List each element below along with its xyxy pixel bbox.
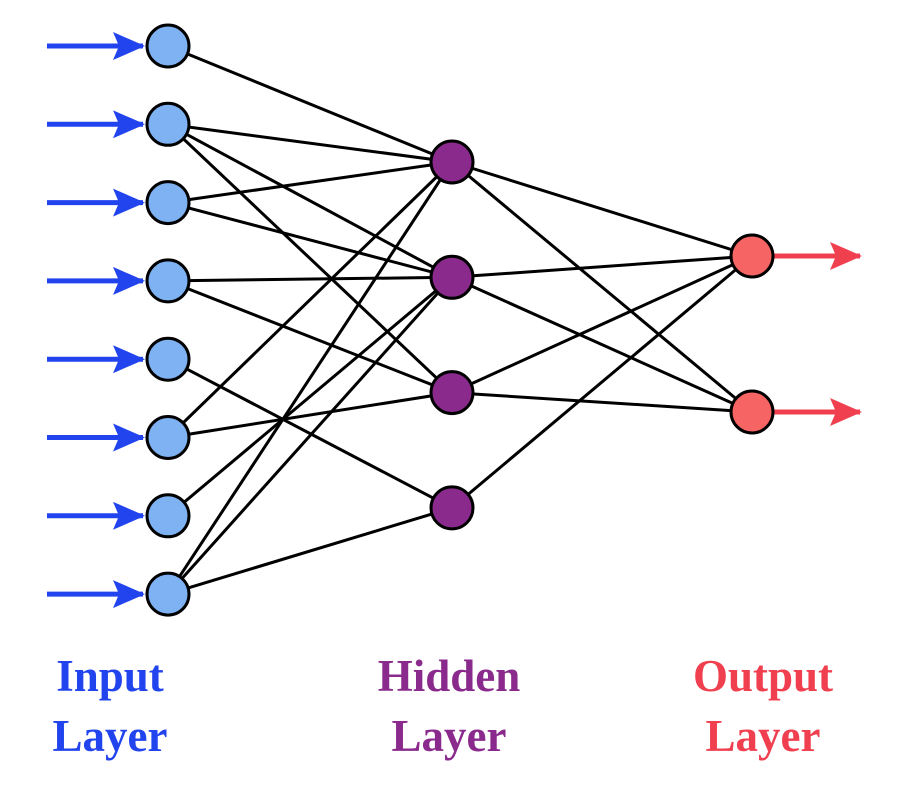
- connection-input-8-hidden-4: [167, 506, 453, 596]
- connection-input-4-hidden-3: [167, 279, 453, 394]
- connection-input-8-hidden-1: [166, 161, 454, 595]
- connection-input-2-hidden-3: [166, 123, 454, 394]
- connection-input-8-hidden-2: [166, 276, 454, 596]
- connection-hidden-2-output-2: [451, 275, 753, 414]
- hidden-neuron-2: [429, 254, 475, 300]
- connection-input-6-hidden-1: [166, 160, 454, 439]
- connection-input-6-hidden-3: [167, 391, 453, 439]
- input-neuron-6: [145, 415, 191, 460]
- connection-hidden-4-output-1: [451, 254, 753, 510]
- input-layer-label-line1: Input: [56, 651, 164, 701]
- input-neuron-5: [145, 336, 191, 382]
- connection-hidden-3-output-1: [451, 254, 753, 394]
- input-neuron-4: [145, 258, 191, 304]
- output-neuron-2: [729, 389, 775, 435]
- input-neuron-3: [145, 180, 191, 226]
- input-layer-label: Input Layer: [0, 646, 230, 766]
- input-neuron-1: [145, 23, 191, 69]
- connection-hidden-3-output-2: [451, 391, 753, 414]
- output-layer-label: Output Layer: [643, 646, 883, 766]
- hidden-neuron-4: [429, 485, 475, 531]
- hidden-layer-label-line2: Layer: [391, 711, 507, 761]
- connection-hidden-2-output-1: [451, 254, 753, 279]
- hidden-layer-label: Hidden Layer: [329, 646, 569, 766]
- output-layer-label-line2: Layer: [705, 711, 821, 761]
- input-neuron-2: [145, 101, 191, 147]
- connection-input-2-hidden-2: [167, 122, 453, 279]
- connection-hidden-1-output-2: [451, 160, 753, 414]
- output-neuron-1: [729, 233, 775, 279]
- hidden-layer-label-line1: Hidden: [377, 651, 521, 701]
- connection-input-1-hidden-1: [167, 44, 453, 164]
- connection-input-3-hidden-1: [167, 160, 453, 205]
- connection-input-3-hidden-2: [167, 201, 453, 279]
- connection-hidden-1-output-1: [451, 160, 753, 258]
- connection-input-2-hidden-1: [167, 122, 453, 164]
- neurons: [145, 23, 775, 617]
- input-layer-label-line2: Layer: [52, 711, 168, 761]
- input-neuron-8: [145, 571, 191, 617]
- input-neuron-7: [145, 493, 191, 539]
- connection-input-7-hidden-2: [167, 276, 453, 517]
- connection-input-4-hidden-2: [167, 275, 453, 283]
- connections: [166, 44, 753, 596]
- hidden-neuron-3: [429, 370, 475, 416]
- output-layer-label-line1: Output: [692, 651, 834, 701]
- hidden-neuron-1: [429, 139, 475, 185]
- signal-arrows: [47, 32, 862, 609]
